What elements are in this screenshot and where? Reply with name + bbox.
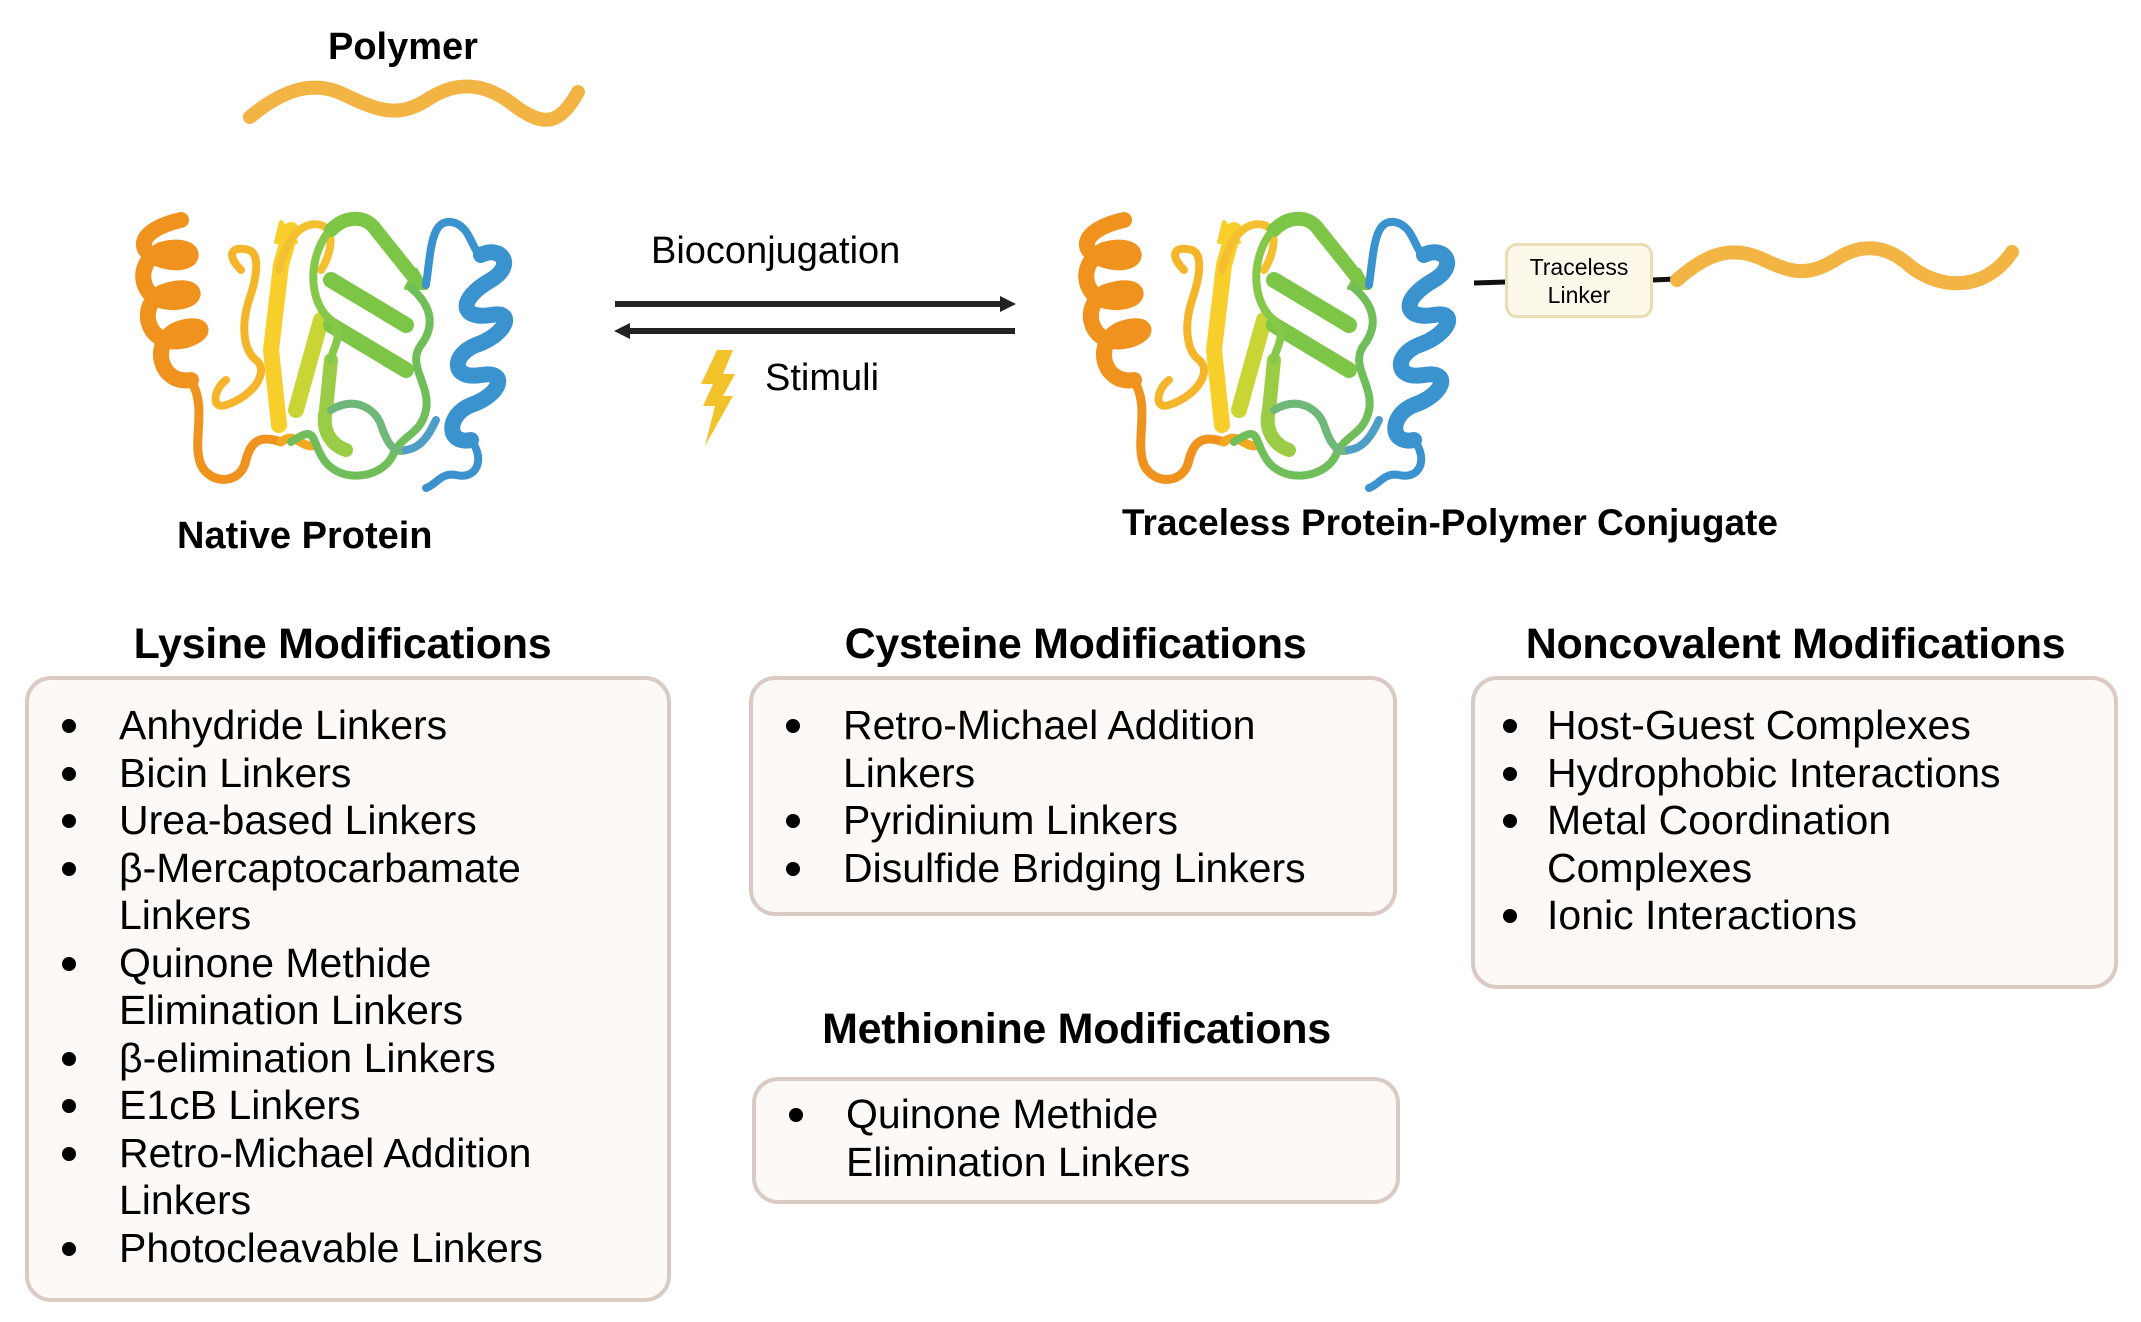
list-item: Anhydride Linkers [29,702,667,750]
bioconjugation-label: Bioconjugation [651,230,901,272]
bullet-icon [786,861,800,876]
list-item-text: β-Mercaptocarbamate Linkers [119,844,521,939]
bullet-icon [1503,719,1517,733]
list-item-text: Ionic Interactions [1547,892,1857,938]
methionine-modifications-box: Quinone Methide Elimination Linkers [752,1077,1400,1204]
native-protein-label: Native Protein [177,515,433,557]
conjugate-protein-ribbon-icon [1078,211,1456,492]
list-item: Quinone Methide Elimination Linkers [29,940,667,1035]
bullet-icon [62,814,76,828]
equilibrium-arrows-icon [614,296,1016,339]
list-item: Photocleavable Linkers [29,1225,667,1273]
list-item-text: Hydrophobic Interactions [1547,749,2001,796]
bullet-icon [1503,909,1517,923]
bullet-icon [1503,766,1517,781]
list-item: Urea-based Linkers [29,797,667,845]
list-item-text: E1cB Linkers [119,1082,361,1128]
bullet-icon [62,766,76,781]
bullet-icon [62,1146,76,1161]
methionine-list: Quinone Methide Elimination Linkers [756,1091,1396,1186]
stimuli-label: Stimuli [765,357,880,399]
reverse-arrow [614,323,1015,339]
bullet-icon [1503,814,1517,828]
bullet-icon [789,1108,803,1122]
bullet-icon [786,719,800,733]
list-item-text: Quinone Methide Elimination Linkers [119,939,464,1034]
lightning-bolt-icon [701,350,735,446]
list-item: E1cB Linkers [29,1082,667,1130]
list-item: Pyridinium Linkers [753,797,1393,845]
list-item-text: Host-Guest Complexes [1547,702,1971,748]
bullet-icon [62,1241,76,1256]
list-item-text: Photocleavable Linkers [119,1224,543,1271]
bullet-icon [786,814,800,828]
list-item-text: Disulfide Bridging Linkers [843,844,1306,891]
list-item: Quinone Methide Elimination Linkers [756,1091,1396,1186]
list-item-text: Urea-based Linkers [119,797,477,843]
methionine-section-title: Methionine Modifications [822,1005,1331,1053]
list-item: Ionic Interactions [1475,892,2114,940]
attached-polymer-icon [1670,241,2019,291]
list-item: β-elimination Linkers [29,1035,667,1083]
list-item-text: β-elimination Linkers [119,1034,496,1081]
list-item: Bicin Linkers [29,750,667,798]
forward-arrow [615,296,1016,312]
list-item-text: Metal Coordination Complexes [1547,797,1892,891]
list-item-text: Anhydride Linkers [119,702,448,748]
list-item: Retro-Michael Addition Linkers [29,1130,667,1225]
list-item: Hydrophobic Interactions [1475,750,2114,798]
list-item: Metal Coordination Complexes [1475,797,2114,892]
list-item-text: Bicin Linkers [119,749,352,796]
bullet-icon [62,956,76,971]
list-item-text: Retro-Michael Addition Linkers [843,702,1256,796]
list-item: β-Mercaptocarbamate Linkers [29,845,667,940]
traceless-linker-box: Traceless Linker [1505,243,1653,318]
linker-label-line1: Traceless [1529,253,1629,280]
list-item: Disulfide Bridging Linkers [753,845,1393,893]
bullet-icon [62,719,76,733]
protein-ribbon-icon [135,211,513,492]
cysteine-section-title: Cysteine Modifications [844,620,1307,668]
list-item-text: Pyridinium Linkers [843,797,1178,843]
bullet-icon [62,1051,76,1066]
lysine-section-title: Lysine Modifications [133,620,552,668]
noncovalent-section-title: Noncovalent Modifications [1525,620,2066,668]
list-item-text: Quinone Methide Elimination Linkers [846,1091,1191,1185]
polymer-label: Polymer [328,26,478,68]
conjugate-label: Traceless Protein-Polymer Conjugate [1122,502,1778,543]
bullet-icon [62,861,76,876]
linker-label-line2: Linker [1547,281,1611,308]
list-item: Host-Guest Complexes [1475,702,2114,750]
bullet-icon [62,1099,76,1113]
list-item-text: Retro-Michael Addition Linkers [119,1129,532,1224]
list-item: Retro-Michael Addition Linkers [753,702,1393,797]
